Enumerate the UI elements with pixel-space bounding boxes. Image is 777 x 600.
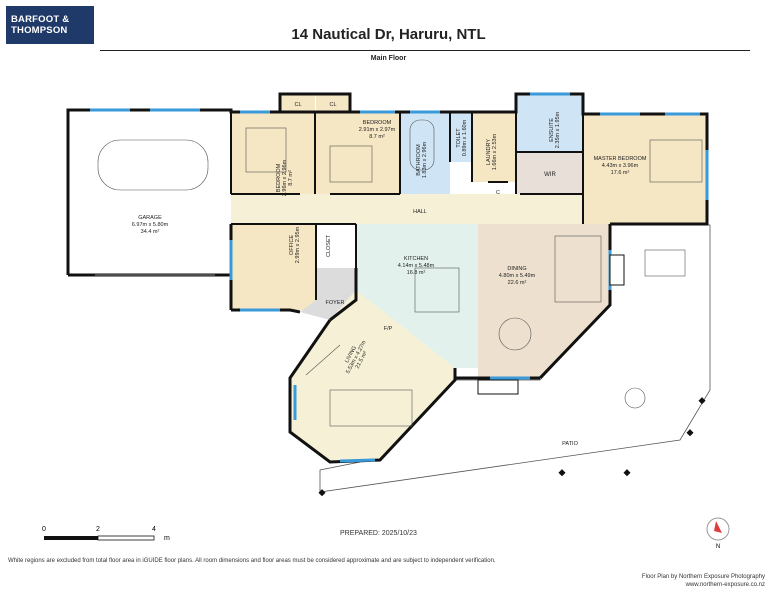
footnote: White regions are excluded from total fl…: [8, 558, 496, 564]
scale-tick-0: 0: [42, 526, 46, 533]
compass-label: N: [716, 544, 720, 550]
kitchen-dims: 4.14m x 5.48m: [398, 263, 435, 269]
dining-area: 22.6 m²: [508, 280, 527, 286]
bedroom1-label-group: BEDROOM 2.96m x 2.96m 8.7 m²: [276, 159, 294, 196]
fp-label: F/P: [384, 326, 393, 332]
bedroom2-label: BEDROOM: [363, 120, 392, 126]
bedroom1-room: [231, 112, 315, 194]
wir-label: WIR: [544, 172, 556, 178]
toilet-label: TOILET: [456, 128, 462, 148]
ensuite-label-group: ENSUITE 2.35m x 1.95m: [549, 111, 561, 148]
credit-line-1: Floor Plan by Northern Exposure Photogra…: [641, 574, 765, 580]
ensuite-label: ENSUITE: [549, 118, 555, 142]
dining-label: DINING: [507, 266, 526, 272]
title-divider: [100, 50, 750, 51]
dining-room: [478, 224, 610, 378]
bathroom-room: [400, 112, 450, 194]
cl1-room: [280, 94, 315, 112]
bathroom-dims: 1.83m x 2.96m: [422, 141, 428, 178]
bedroom1-dims: 2.96m x 2.96m: [282, 159, 288, 196]
page-title: 14 Nautical Dr, Haruru, NTL: [291, 26, 486, 43]
windows: [90, 92, 709, 463]
patio-label: PATIO: [562, 441, 578, 447]
credit-line-2: www.northern-exposure.co.nz: [685, 582, 765, 588]
bathroom-label-group: BATHROOM 1.83m x 2.96m: [416, 141, 428, 178]
office-dims: 2.99m x 2.95m: [295, 226, 301, 263]
hall-area: [231, 194, 583, 224]
garage-area: 34.4 m²: [141, 229, 160, 235]
garage-room: [68, 110, 231, 275]
wir-room: [516, 152, 583, 194]
closet-label-group: CLOSET: [326, 234, 332, 257]
scale-unit: m: [164, 535, 170, 542]
ensuite-room: [516, 94, 583, 152]
laundry-room: [472, 112, 516, 182]
cl2-label: CL: [329, 102, 336, 108]
toilet-room: [450, 112, 472, 162]
patio-posts: [318, 397, 706, 497]
master-room: [583, 114, 707, 224]
bedroom2-room: [315, 112, 400, 194]
kitchen-room: [356, 224, 478, 368]
ensuite-dims: 2.35m x 1.95m: [555, 111, 561, 148]
laundry-label: LAUNDRY: [486, 139, 492, 166]
scale-tick-2: 2: [96, 526, 100, 533]
brand-line-1: BARFOOT &: [11, 14, 70, 25]
prepared-date: PREPARED: 2025/10/23: [340, 530, 417, 537]
office-room: [231, 224, 316, 310]
toilet-dims: 0.89m x 1.60m: [462, 119, 468, 156]
furniture: [97, 119, 703, 427]
bathroom-label: BATHROOM: [416, 144, 422, 176]
credit: Floor Plan by Northern Exposure Photogra…: [642, 573, 765, 589]
cl1-label: CL: [294, 102, 301, 108]
master-label: MASTER BEDROOM: [594, 156, 647, 162]
brand-logo: BARFOOT & THOMPSON: [6, 6, 94, 44]
foyer-label: FOYER: [326, 300, 345, 306]
bedroom1-area: 8.7 m²: [288, 170, 294, 186]
garage-dims: 6.97m x 5.80m: [132, 222, 169, 228]
hall-label: HALL: [413, 209, 427, 215]
toilet-label-group: TOILET 0.89m x 1.60m: [456, 119, 468, 156]
c-label: C: [496, 190, 500, 196]
master-dims: 4.43m x 3.96m: [602, 163, 639, 169]
bedroom2-dims: 2.91m x 2.97m: [359, 127, 396, 133]
scale-bar: 0 2 4 m: [42, 526, 170, 542]
master-step: [609, 254, 625, 286]
living-room: [290, 290, 455, 462]
floor-label: Main Floor: [370, 55, 407, 62]
office-label-group: OFFICE 2.99m x 2.95m: [289, 226, 301, 263]
brand-line-2: THOMPSON: [11, 25, 68, 36]
closet-label: CLOSET: [326, 234, 332, 257]
compass-icon: N: [706, 517, 730, 550]
closet-room: [316, 224, 356, 268]
cl2-room: [316, 94, 350, 112]
patio-step: [477, 379, 519, 395]
bedroom2-area: 8.7 m²: [369, 134, 385, 140]
bedroom1-label: BEDROOM: [276, 163, 282, 192]
laundry-dims: 1.66m x 2.53m: [492, 133, 498, 170]
dining-dims: 4.80m x 5.49m: [499, 273, 536, 279]
interior-walls: [230, 112, 584, 300]
scale-tick-4: 4: [152, 526, 156, 533]
master-area: 17.6 m²: [611, 170, 630, 176]
laundry-label-group: LAUNDRY 1.66m x 2.53m: [486, 133, 498, 170]
office-label: OFFICE: [289, 235, 295, 255]
kitchen-label: KITCHEN: [404, 256, 428, 262]
garage-label: GARAGE: [138, 215, 162, 221]
kitchen-area: 16.8 m²: [407, 270, 426, 276]
